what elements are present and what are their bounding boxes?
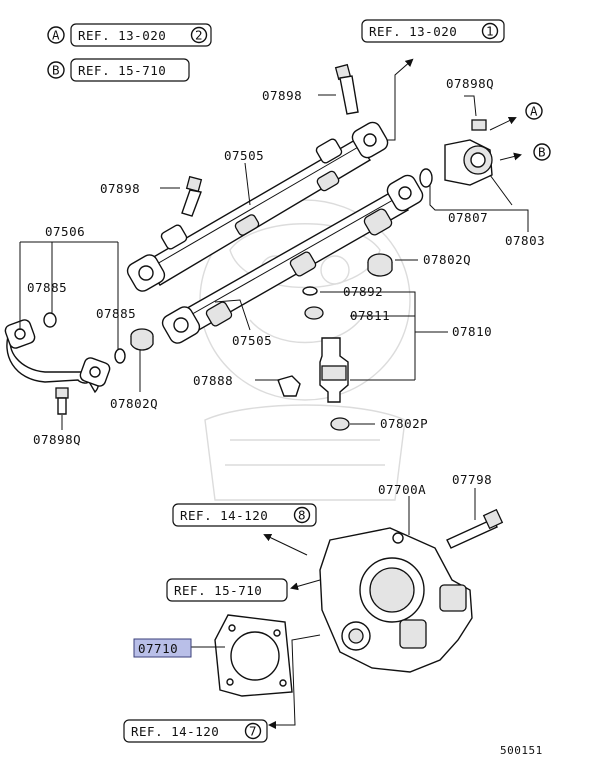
ref-bottom-box[interactable] [123,719,268,743]
ref-top-right-group: REF. 13-020 1 [361,19,505,141]
ref-top-right-text: REF. 13-020 [369,24,457,39]
ref-mid-2-text: REF. 15-710 [174,583,262,598]
bolt-07898q-bottom [55,387,69,415]
highlight-box [133,638,192,658]
fuel-rail-lower [161,174,424,344]
ref-mid-2-box[interactable] [166,578,288,602]
ref-mid-2-group: REF. 15-710 [166,578,288,602]
ref-a-letter: A [52,28,60,43]
ref-mid-1-box[interactable] [172,503,317,527]
label-07898-left[interactable]: 07898 [100,181,140,196]
ref-b-group: B REF. 15-710 [47,58,190,82]
label-07807[interactable]: 07807 [448,210,488,225]
ref-bottom-num: 7 [249,724,257,739]
insulator-07802q-right [367,253,393,277]
fuel-pipe [4,312,126,394]
ref-bottom-group: REF. 14-120 7 [123,719,268,743]
ref-top-right-num: 1 [486,24,494,39]
bolt-07898-left [181,175,203,217]
callout-b: B [538,145,546,160]
label-07898q-bottom[interactable]: 07898Q [33,432,81,447]
part-labels: 07898 07898Q 07505 07898 07807 07803 075… [27,76,545,497]
label-07811[interactable]: 07811 [350,308,390,323]
ref-a-group: A REF. 13-020 2 [47,23,212,47]
label-07885-right[interactable]: 07885 [96,306,136,321]
callout-a: A [530,104,538,119]
label-07898q-top[interactable]: 07898Q [446,76,494,91]
label-07505-top[interactable]: 07505 [224,148,264,163]
bolt-07898-top [334,63,359,115]
ref-mid-1-group: REF. 14-120 8 [172,503,317,527]
ref-a-box[interactable] [70,23,212,47]
label-07802q-left[interactable]: 07802Q [110,396,158,411]
fuel-rail-upper [126,121,389,292]
label-07803[interactable]: 07803 [505,233,545,248]
gasket [214,614,293,697]
label-07898-top[interactable]: 07898 [262,88,302,103]
label-07506[interactable]: 07506 [45,224,85,239]
label-07892[interactable]: 07892 [343,284,383,299]
highlighted-part-07710[interactable]: 07710 [133,638,192,658]
label-07888[interactable]: 07888 [193,373,233,388]
label-07798[interactable]: 07798 [452,472,492,487]
bolt-07798 [446,508,504,549]
ref-a-circle [47,26,65,44]
label-07710[interactable]: 07710 [138,641,178,656]
label-07802p[interactable]: 07802P [380,416,428,431]
throttle-body [319,527,473,673]
insulator-07802q-left [130,328,154,351]
ref-mid-1-num: 8 [298,508,306,523]
label-07700a[interactable]: 07700A [378,482,426,497]
ref-b-circle [47,61,65,79]
diagram-number: 500151 [500,744,543,757]
injector-assembly [277,286,350,431]
ref-a-num: 2 [195,28,203,43]
label-07505-bottom[interactable]: 07505 [232,333,272,348]
ref-top-right-box[interactable] [361,19,505,43]
ref-b-text: REF. 15-710 [78,63,166,78]
ref-b-box[interactable] [70,58,190,82]
leader-lines [19,94,529,729]
ref-a-text: REF. 13-020 [78,28,166,43]
ref-mid-1-text: REF. 14-120 [180,508,268,523]
pressure-regulator: A B [419,102,551,188]
ref-b-letter: B [52,63,60,78]
ref-bottom-text: REF. 14-120 [131,724,219,739]
label-07810[interactable]: 07810 [452,324,492,339]
label-07885-left[interactable]: 07885 [27,280,67,295]
label-07802q-right[interactable]: 07802Q [423,252,471,267]
